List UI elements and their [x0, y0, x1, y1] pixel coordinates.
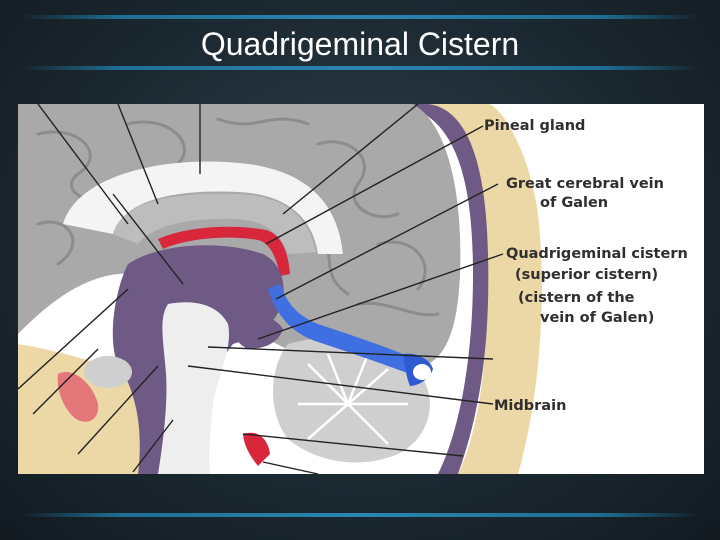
label-pineal-gland: Pineal gland	[484, 118, 586, 134]
brain-sagittal-illustration	[18, 104, 542, 474]
anatomy-figure: Pineal gland Great cerebral vein of Gale…	[18, 104, 704, 474]
title-underline	[20, 66, 700, 70]
label-quadrigeminal-line2: (superior cistern)	[515, 267, 659, 283]
top-divider	[20, 15, 700, 19]
label-great-cerebral-vein-line1: Great cerebral vein	[506, 176, 664, 192]
label-quadrigeminal-line4: vein of Galen)	[540, 310, 655, 326]
slide-title: Quadrigeminal Cistern	[200, 26, 520, 62]
label-great-cerebral-vein-line2: of Galen	[540, 195, 609, 211]
bottom-divider	[20, 513, 700, 517]
label-quadrigeminal-line1: Quadrigeminal cistern	[506, 246, 688, 262]
label-quadrigeminal-line3: (cistern of the	[518, 290, 635, 306]
label-midbrain: Midbrain	[494, 398, 567, 414]
